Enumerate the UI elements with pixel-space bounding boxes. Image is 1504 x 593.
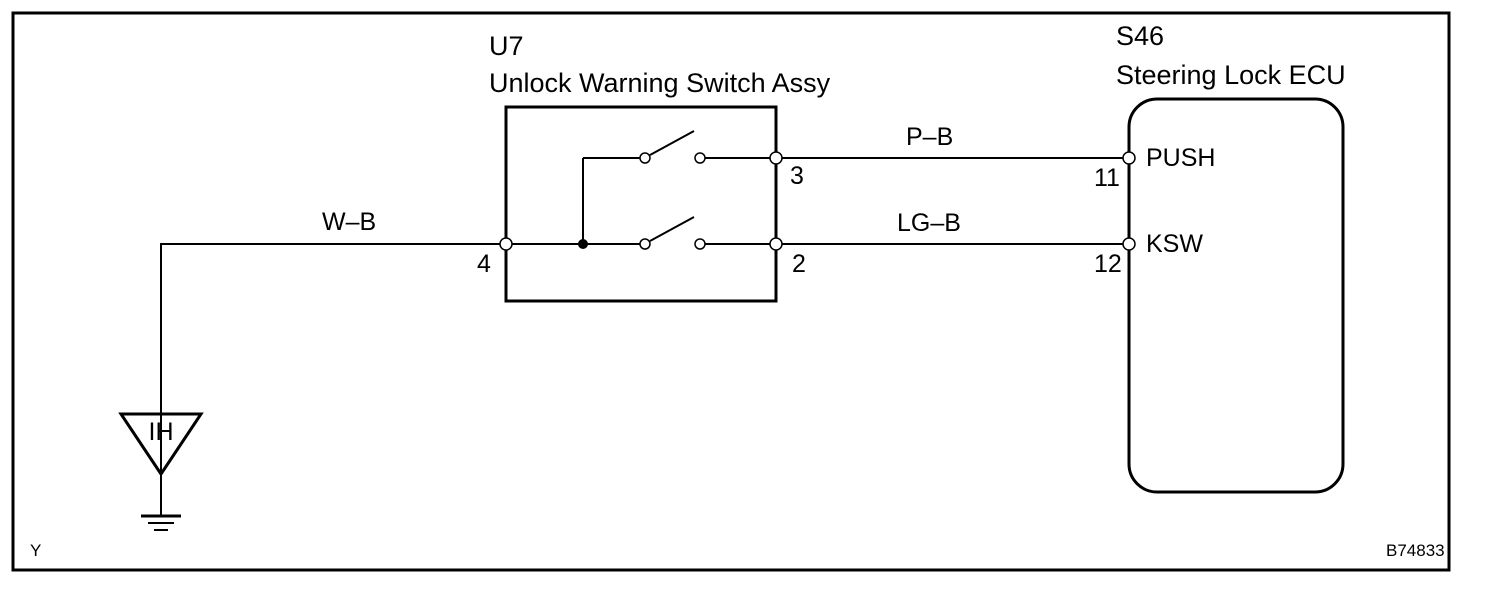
switch-code-label: U7 bbox=[489, 31, 524, 61]
ecu-box bbox=[1127, 97, 1345, 494]
terminal-pin-11 bbox=[1122, 151, 1136, 165]
ecu-pin-11-number: 11 bbox=[1094, 164, 1120, 192]
terminal-pin-12 bbox=[1122, 237, 1136, 251]
terminal-pin-4 bbox=[499, 237, 513, 251]
ground-point-triangle bbox=[118, 412, 204, 477]
upper-switch-blade bbox=[649, 130, 695, 156]
figure-code-label: B74833 bbox=[1386, 541, 1445, 560]
upper-switch-contact-b bbox=[694, 152, 706, 164]
lower-switch-contact-b bbox=[694, 238, 706, 250]
ground-point-code: IH bbox=[149, 418, 174, 446]
lower-switch-contact-a bbox=[639, 238, 651, 250]
lower-switch-blade bbox=[649, 216, 695, 242]
junction-dot bbox=[578, 239, 588, 249]
ground-wire-color-label: W–B bbox=[322, 208, 376, 236]
terminal-pin-2 bbox=[769, 237, 783, 251]
switch-pin-lower-right-label: 2 bbox=[792, 250, 806, 278]
ksw-wire-color-label: LG–B bbox=[897, 209, 961, 237]
ecu-pin-12-number: 12 bbox=[1094, 250, 1122, 278]
corner-label: Y bbox=[30, 541, 41, 560]
ecu-name-label: Steering Lock ECU bbox=[1116, 60, 1346, 90]
diagram-frame bbox=[11, 11, 1451, 572]
ecu-pin-12-signal: KSW bbox=[1146, 230, 1203, 258]
switch-pin-upper-right-label: 3 bbox=[790, 162, 804, 190]
switch-assy-box bbox=[504, 105, 778, 303]
push-wire-color-label: P–B bbox=[906, 123, 953, 151]
upper-switch-contact-a bbox=[639, 152, 651, 164]
switch-pin-left-label: 4 bbox=[477, 250, 491, 278]
switch-name-label: Unlock Warning Switch Assy bbox=[489, 68, 831, 98]
ecu-pin-11-signal: PUSH bbox=[1146, 144, 1215, 172]
ground-icon bbox=[141, 514, 181, 531]
ecu-code-label: S46 bbox=[1116, 21, 1164, 51]
terminal-pin-3 bbox=[769, 151, 783, 165]
ground-wire bbox=[160, 243, 506, 474]
